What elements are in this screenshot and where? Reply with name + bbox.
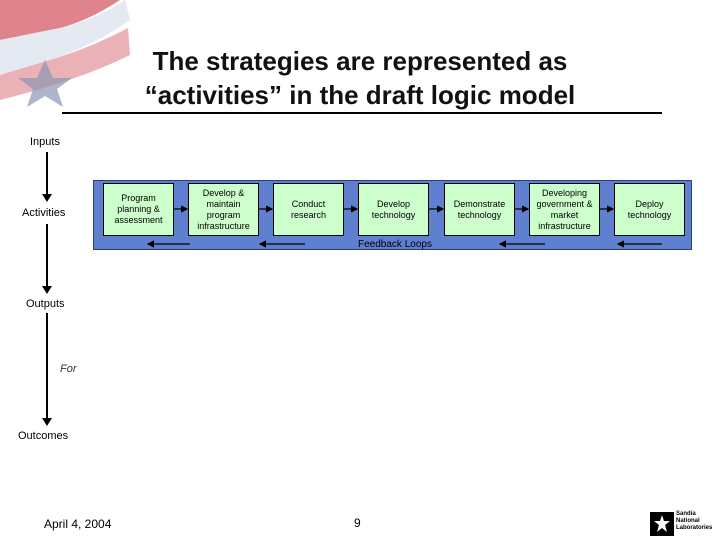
stage-outcomes: Outcomes: [18, 430, 69, 442]
stage-outputs: Outputs: [26, 298, 65, 310]
stage-for: For: [60, 363, 77, 375]
stage-inputs: Inputs: [30, 136, 60, 148]
sandia-thunderbird-icon: [650, 512, 674, 536]
arrow-activities-outputs-head: [42, 286, 52, 294]
arrow-inputs-activities-head: [42, 194, 52, 202]
title-line-2: “activities” in the draft logic model: [144, 80, 576, 110]
arrow-outputs-outcomes-head: [42, 418, 52, 426]
slide-title: The strategies are represented as “activ…: [100, 44, 620, 112]
feedback-loops-label: Feedback Loops: [358, 239, 432, 250]
activity-deploy-technology: Deploy technology: [614, 183, 685, 236]
activity-government-market-infrastructure: Developing government & market infrastru…: [529, 183, 600, 236]
footer-date: April 4, 2004: [44, 517, 112, 531]
title-underline: [62, 112, 662, 114]
activity-develop-maintain-infrastructure: Develop & maintain program infrastructur…: [188, 183, 259, 236]
activity-conduct-research: Conduct research: [273, 183, 344, 236]
arrow-inputs-activities-line: [46, 152, 48, 196]
activity-demonstrate-technology: Demonstrate technology: [444, 183, 515, 236]
arrow-activities-outputs-line: [46, 224, 48, 288]
star-flag-logo: [0, 0, 130, 107]
title-line-1: The strategies are represented as: [152, 46, 568, 76]
activity-develop-technology: Develop technology: [358, 183, 429, 236]
stage-activities: Activities: [22, 207, 66, 219]
arrow-outputs-outcomes-line: [46, 313, 48, 420]
sandia-logo-text: Sandia National Laboratories: [676, 511, 713, 531]
page-number: 9: [354, 516, 361, 530]
activity-program-planning: Program planning & assessment: [103, 183, 174, 236]
